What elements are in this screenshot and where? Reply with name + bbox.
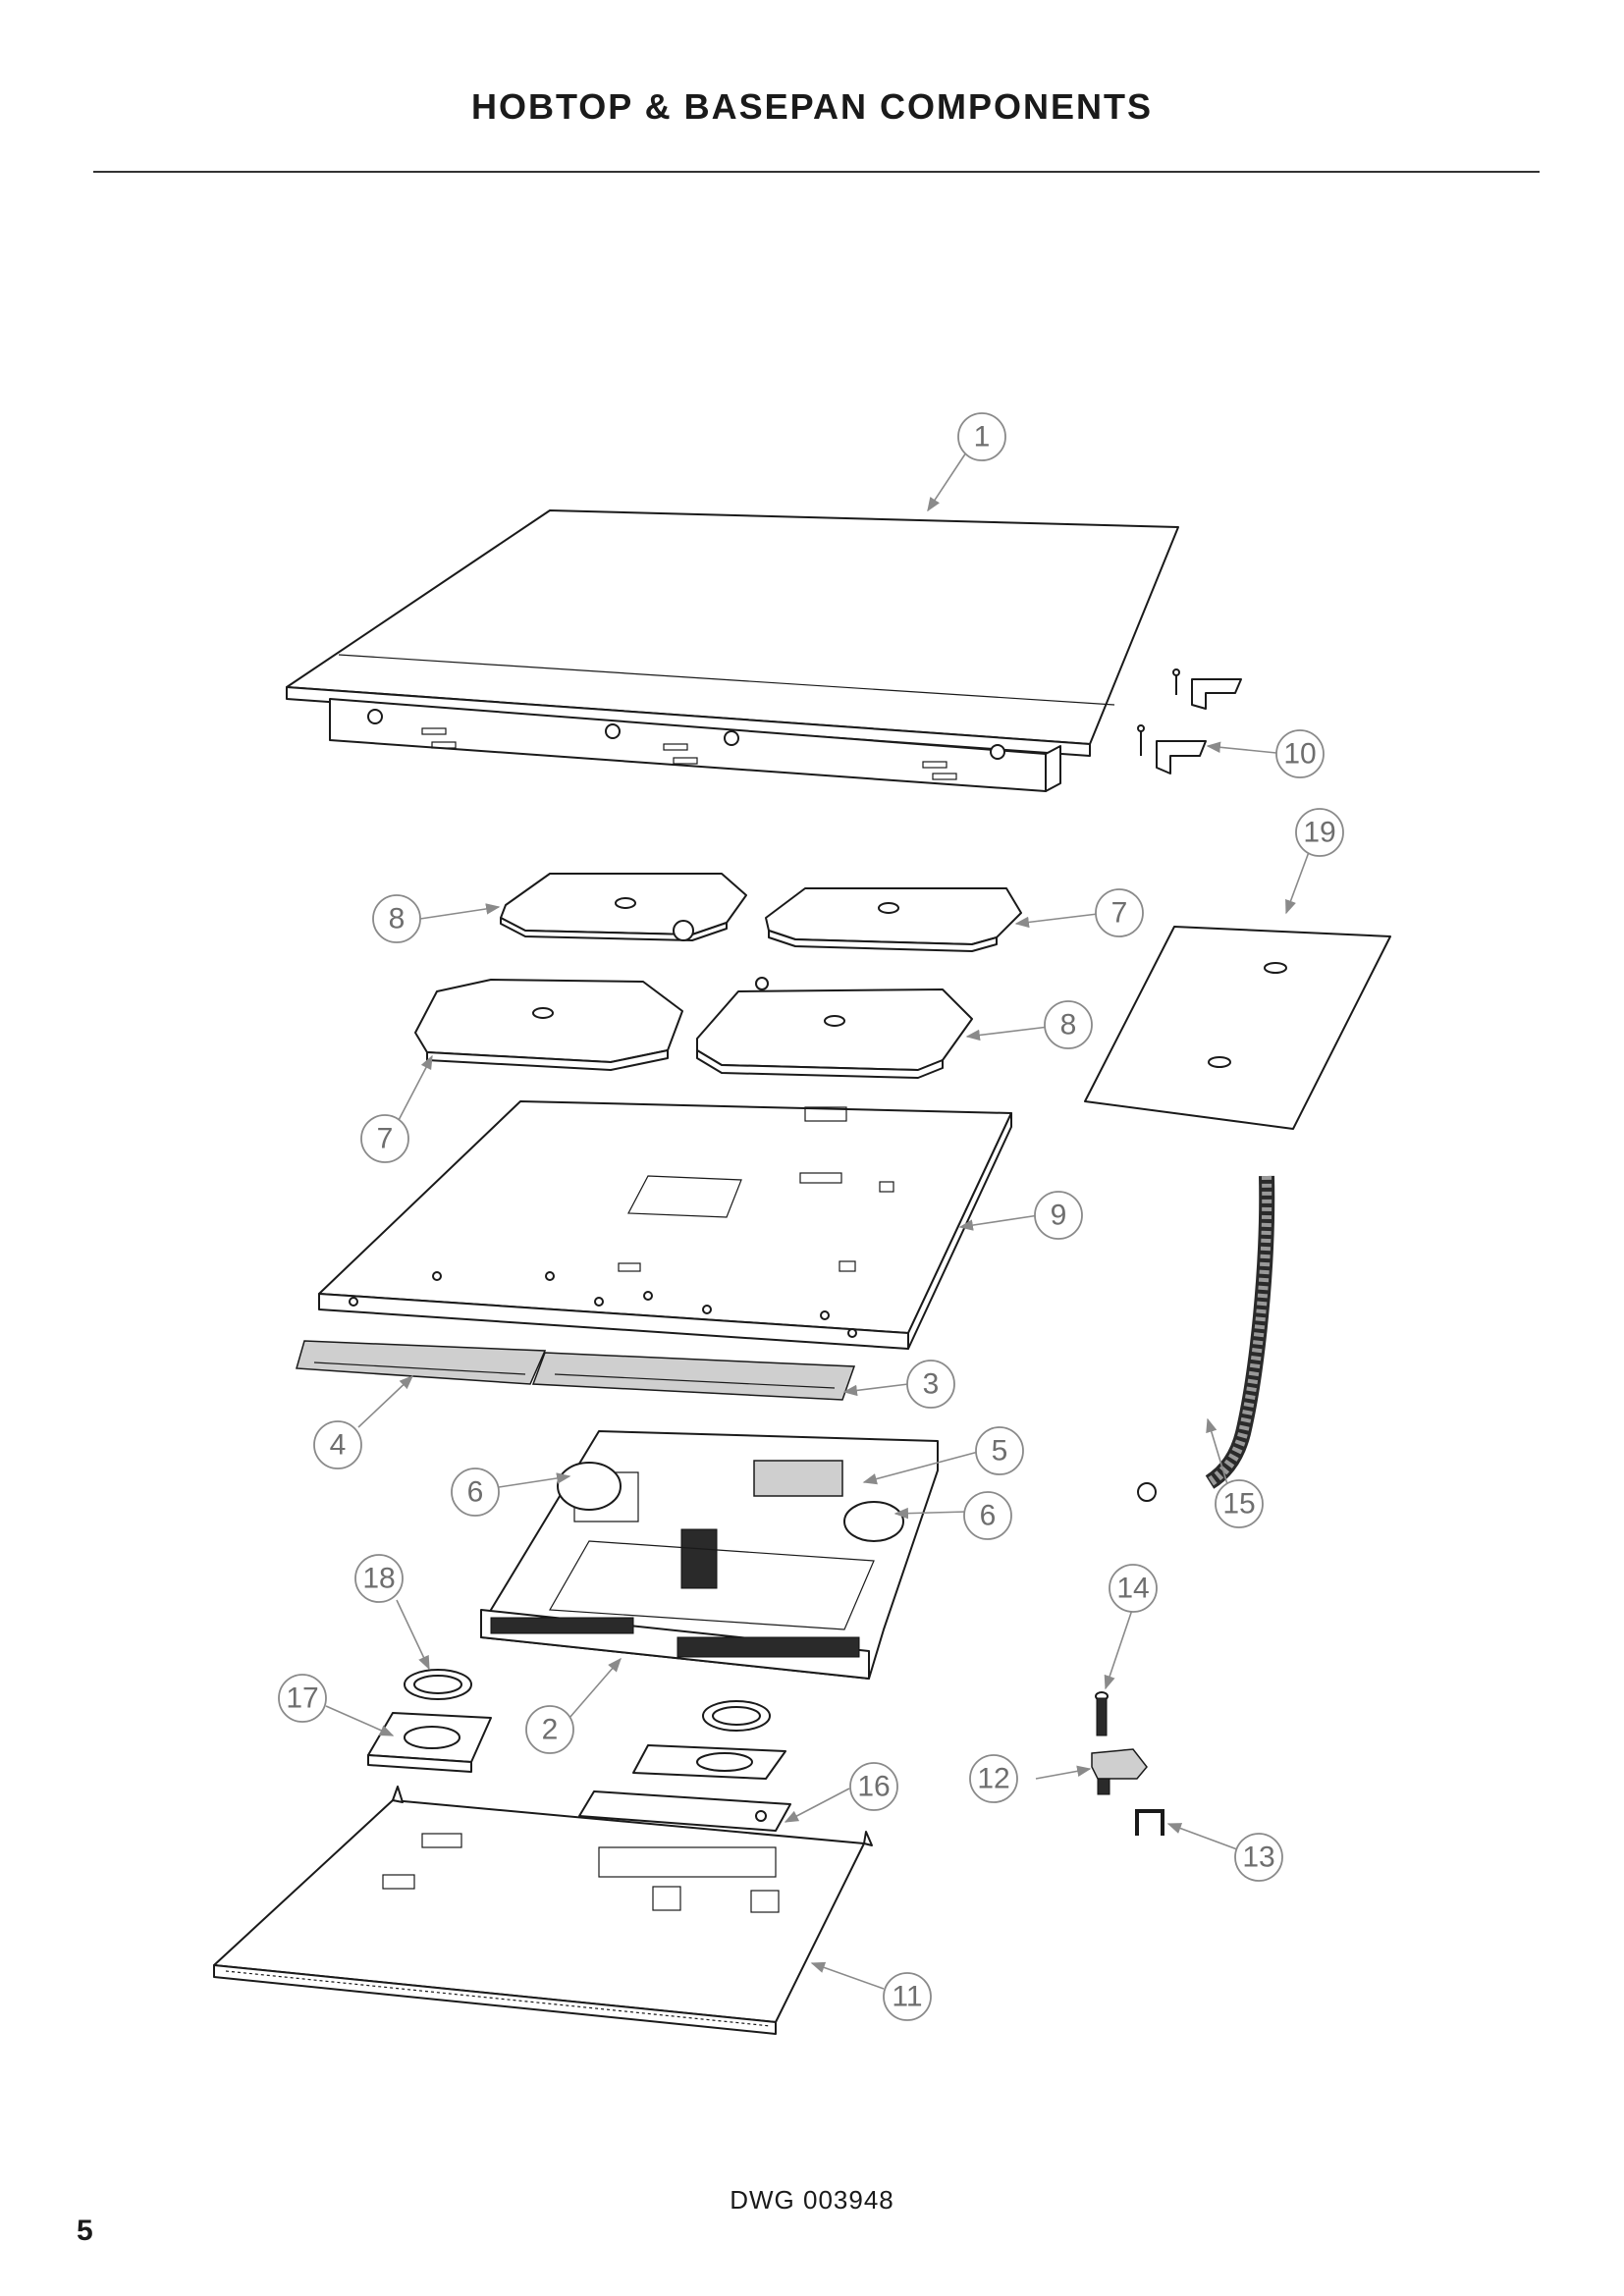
callout-10: 10 [1275, 729, 1325, 778]
callout-number: 16 [857, 1771, 890, 1803]
fan-duct-part [367, 1712, 492, 1773]
callout-7: 7 [360, 1114, 409, 1163]
callout-2: 2 [525, 1705, 574, 1754]
screw-part [1095, 1691, 1109, 1736]
induction-coil-part [765, 887, 1022, 952]
callout-5: 5 [975, 1426, 1024, 1475]
callout-number: 2 [542, 1714, 559, 1746]
power-cable-part [1137, 1175, 1275, 1502]
callout-number: 17 [286, 1682, 318, 1715]
hobtop-bracket-part [1137, 668, 1242, 774]
callout-number: 8 [389, 903, 406, 935]
callout-12: 12 [969, 1754, 1018, 1803]
callout-6: 6 [451, 1468, 500, 1517]
clip-part [1135, 1809, 1164, 1836]
base-tray-part [213, 1786, 873, 2035]
page-title: HOBTOP & BASEPAN COMPONENTS [470, 86, 1154, 127]
seal-ring-part [702, 1700, 771, 1732]
title-divider [93, 171, 1540, 173]
callout-4: 4 [313, 1420, 362, 1469]
callout-number: 8 [1060, 1009, 1077, 1041]
callout-19: 19 [1295, 808, 1344, 857]
callout-number: 1 [974, 421, 991, 454]
callout-8: 8 [372, 894, 421, 943]
insulation-sheet-part [1084, 926, 1391, 1130]
callout-13: 13 [1234, 1833, 1283, 1882]
callout-7: 7 [1095, 888, 1144, 937]
callout-3: 3 [906, 1360, 955, 1409]
callout-15: 15 [1215, 1479, 1264, 1528]
callout-number: 6 [467, 1476, 484, 1509]
callout-6: 6 [963, 1491, 1012, 1540]
callout-number: 18 [362, 1563, 395, 1595]
cable-clamp-part [1091, 1748, 1148, 1795]
callout-number: 13 [1242, 1842, 1274, 1874]
callout-9: 9 [1034, 1191, 1083, 1240]
callout-number: 9 [1051, 1200, 1067, 1232]
induction-coil-part [500, 873, 747, 941]
callout-number: 5 [992, 1435, 1008, 1468]
leader-lines [325, 452, 1310, 1990]
callout-17: 17 [278, 1674, 327, 1723]
callout-18: 18 [354, 1554, 404, 1603]
pcb-board-part [296, 1340, 856, 1401]
induction-coil-part [696, 977, 973, 1079]
callout-1: 1 [957, 412, 1006, 461]
callout-number: 7 [1111, 897, 1128, 930]
induction-coil-part [414, 979, 683, 1071]
page-number: 5 [77, 2215, 93, 2247]
callout-number: 6 [980, 1500, 997, 1532]
callout-number: 10 [1283, 738, 1316, 771]
drawing-number: DWG 003948 [730, 2185, 894, 2215]
callout-number: 14 [1116, 1573, 1149, 1605]
callout-14: 14 [1109, 1564, 1158, 1613]
callout-number: 4 [330, 1429, 347, 1462]
callout-11: 11 [883, 1972, 932, 2021]
callout-number: 7 [377, 1123, 394, 1155]
callout-number: 15 [1222, 1488, 1255, 1521]
fan-duct-part [578, 1744, 791, 1832]
seal-ring-part [404, 1669, 472, 1700]
coil-carrier-plate-part [318, 1100, 1012, 1350]
callout-number: 3 [923, 1368, 940, 1401]
callout-number: 11 [892, 1981, 922, 2013]
callout-16: 16 [849, 1762, 898, 1811]
hobtop-glass-part [286, 509, 1179, 792]
basepan-frame-part [480, 1430, 939, 1680]
callout-8: 8 [1044, 1000, 1093, 1049]
callout-number: 19 [1303, 817, 1335, 849]
callout-number: 12 [977, 1763, 1009, 1795]
